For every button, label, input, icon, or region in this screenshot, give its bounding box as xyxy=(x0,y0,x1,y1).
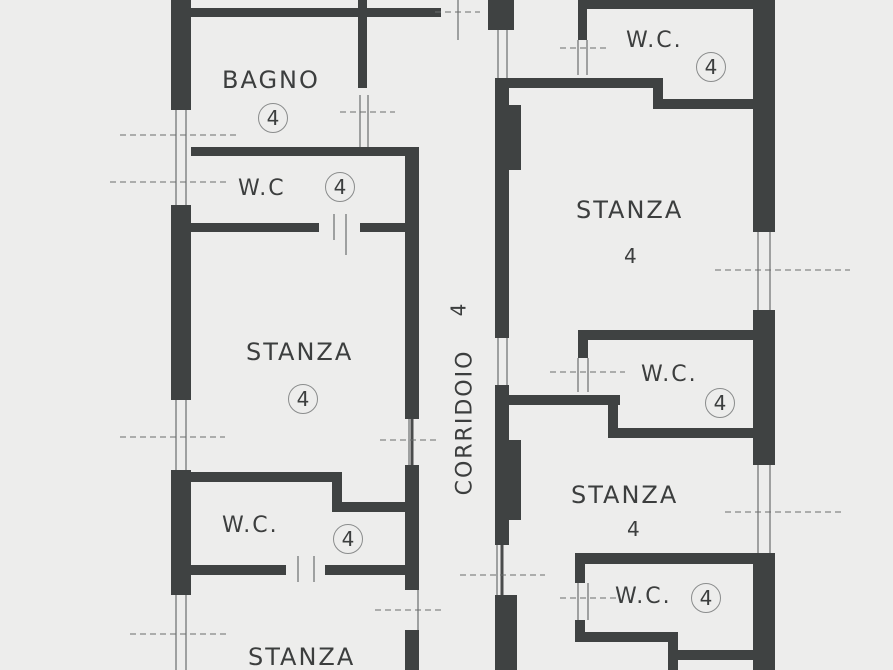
wall xyxy=(171,470,191,595)
level-marker: 4 xyxy=(333,524,363,554)
wall xyxy=(608,395,618,435)
level-marker: 4 xyxy=(288,384,318,414)
room-label-wc: W.C xyxy=(238,176,286,201)
wall xyxy=(171,0,191,110)
wall xyxy=(325,565,415,575)
wall xyxy=(495,395,620,405)
level-marker: 4 xyxy=(696,52,726,82)
wall xyxy=(488,0,514,30)
wall xyxy=(171,205,191,400)
room-label-wc: W.C. xyxy=(641,362,698,387)
room-label-bagno: BAGNO xyxy=(222,66,320,94)
wall xyxy=(405,630,419,670)
room-label-stanza: STANZA xyxy=(248,643,356,670)
level-marker: 4 xyxy=(691,583,721,613)
wall xyxy=(668,650,758,660)
wall xyxy=(578,0,773,9)
wall xyxy=(191,147,419,156)
level-marker: 4 xyxy=(325,172,355,202)
wall xyxy=(753,553,775,670)
wall xyxy=(405,465,419,590)
wall xyxy=(191,223,319,232)
wall xyxy=(578,330,588,358)
wall xyxy=(332,472,342,512)
wall xyxy=(332,502,412,512)
room-label-stanza: STANZA xyxy=(576,196,684,224)
wall xyxy=(575,553,775,564)
wall xyxy=(503,105,521,170)
wall xyxy=(575,620,585,642)
wall xyxy=(578,330,763,340)
wall xyxy=(191,472,341,482)
wall xyxy=(608,428,758,438)
wall xyxy=(653,78,663,108)
wall xyxy=(653,99,753,109)
room-label-wc: W.C. xyxy=(626,28,683,53)
wall xyxy=(191,565,286,575)
wall xyxy=(495,595,517,670)
level-marker: 4 xyxy=(258,103,288,133)
room-label-stanza: STANZA xyxy=(571,481,679,509)
level-marker: 4 xyxy=(624,244,637,268)
wall xyxy=(360,223,408,232)
room-label-corridoio: CORRIDOIO xyxy=(452,349,478,496)
level-marker: 4 xyxy=(705,388,735,418)
wall xyxy=(753,0,775,232)
wall xyxy=(753,310,775,465)
wall xyxy=(358,0,367,88)
wall xyxy=(575,553,585,583)
room-label-wc: W.C. xyxy=(222,513,279,538)
wall xyxy=(495,78,660,88)
room-label-stanza: STANZA xyxy=(246,338,354,366)
wall xyxy=(405,147,419,419)
wall xyxy=(578,0,587,40)
level-marker: 4 xyxy=(627,517,640,541)
wall xyxy=(191,8,441,17)
wall xyxy=(503,440,521,520)
level-marker: 4 xyxy=(446,303,471,317)
room-label-wc: W.C. xyxy=(615,584,672,609)
wall xyxy=(575,632,675,642)
